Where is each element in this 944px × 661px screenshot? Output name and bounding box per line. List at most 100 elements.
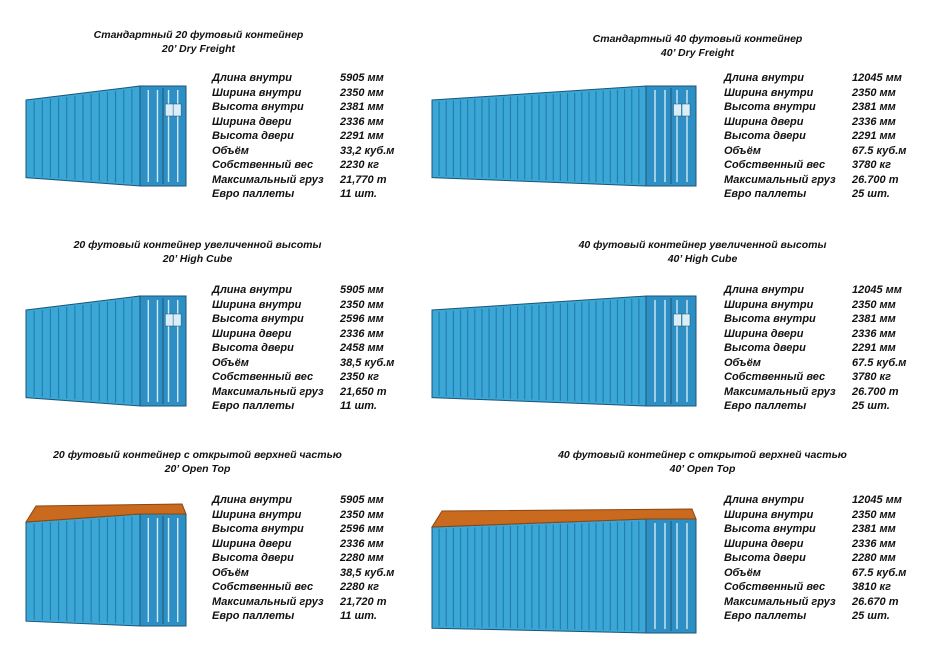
card-title: 20 футовый контейнер увеличенной высоты … xyxy=(40,238,355,266)
title-ru: 40 футовый контейнер с открытой верхней … xyxy=(558,449,847,461)
spec-label: Евро паллеты xyxy=(212,400,295,412)
spec-label: Длина внутри xyxy=(724,494,804,506)
spec-row: Собственный вес 3780 кг xyxy=(724,158,906,173)
spec-label: Высота внутри xyxy=(724,523,816,535)
spec-value: 3780 кг xyxy=(852,159,891,171)
spec-label: Длина внутри xyxy=(212,284,292,296)
spec-label: Максимальный груз xyxy=(212,173,324,186)
spec-label: Собственный вес xyxy=(212,159,314,171)
spec-value: 11 шт. xyxy=(340,400,377,412)
spec-label: Евро паллеты xyxy=(212,610,295,622)
spec-label: Собственный вес xyxy=(724,159,826,171)
card-title: Стандартный 40 футовый контейнер 40’ Dry… xyxy=(555,32,840,60)
spec-value: 25 шт. xyxy=(852,400,890,412)
spec-row: Объём 33,2 куб.м xyxy=(212,144,394,159)
spec-label: Ширина внутри xyxy=(724,86,814,99)
spec-row: Максимальный груз 21,720 т xyxy=(212,595,394,610)
spec-label: Высота внутри xyxy=(212,523,304,535)
spec-value: 2350 мм xyxy=(340,298,384,311)
spec-value: 67.5 куб.м xyxy=(852,356,907,369)
spec-value: 38,5 куб.м xyxy=(340,566,395,579)
spec-label: Ширина двери xyxy=(724,327,804,340)
spec-label: Ширина двери xyxy=(212,327,292,340)
spec-value: 21,720 т xyxy=(340,595,387,608)
container-40-open-top-icon xyxy=(431,508,697,634)
spec-value: 33,2 куб.м xyxy=(340,144,395,157)
spec-value: 12045 мм xyxy=(852,494,902,506)
spec-row: Ширина внутри 2350 мм xyxy=(724,86,906,101)
spec-label: Максимальный груз xyxy=(724,385,836,398)
spec-value: 2350 мм xyxy=(852,508,896,521)
spec-value: 12045 мм xyxy=(852,72,902,84)
spec-row: Евро паллеты 11 шт. xyxy=(212,399,394,414)
spec-label: Максимальный груз xyxy=(724,595,836,608)
title-en: 20’ Open Top xyxy=(164,463,231,475)
spec-label: Высота двери xyxy=(212,130,294,142)
spec-label: Ширина внутри xyxy=(724,298,814,311)
spec-value: 2596 мм xyxy=(340,523,384,535)
spec-label: Максимальный груз xyxy=(212,595,324,608)
title-ru: Стандартный 20 футовый контейнер xyxy=(93,29,304,41)
spec-value: 2291 мм xyxy=(852,342,896,354)
spec-row: Евро паллеты 25 шт. xyxy=(724,399,906,414)
spec-value: 11 шт. xyxy=(340,188,377,200)
spec-value: 26.700 т xyxy=(852,385,899,398)
spec-value: 2280 кг xyxy=(340,581,379,593)
spec-label: Ширина двери xyxy=(212,115,292,128)
spec-label: Длина внутри xyxy=(724,284,804,296)
spec-label: Евро паллеты xyxy=(724,400,807,412)
spec-label: Высота двери xyxy=(724,552,806,564)
spec-label: Высота двери xyxy=(212,342,294,354)
spec-label: Объём xyxy=(724,144,761,157)
spec-value: 2280 мм xyxy=(852,552,896,564)
spec-value: 2381 мм xyxy=(852,523,896,535)
card-title: 20 футовый контейнер с открытой верхней … xyxy=(20,448,375,476)
spec-label: Собственный вес xyxy=(212,371,314,383)
spec-label: Евро паллеты xyxy=(212,188,295,200)
spec-label: Ширина внутри xyxy=(212,298,302,311)
spec-label: Высота внутри xyxy=(212,101,304,113)
spec-value: 2350 мм xyxy=(852,86,896,99)
spec-label: Ширина двери xyxy=(724,537,804,550)
spec-row: Ширина внутри 2350 мм xyxy=(212,298,394,313)
spec-value: 2350 мм xyxy=(340,508,384,521)
spec-value: 5905 мм xyxy=(340,72,384,84)
spec-label: Максимальный груз xyxy=(212,385,324,398)
container-40-high-cube-icon xyxy=(431,295,697,407)
spec-label: Евро паллеты xyxy=(724,610,807,622)
spec-value: 67.5 куб.м xyxy=(852,566,907,579)
spec-row: Объём 67.5 куб.м xyxy=(724,566,906,581)
spec-label: Объём xyxy=(212,566,249,579)
container-20-dry-icon xyxy=(25,85,187,187)
spec-label: Высота двери xyxy=(212,552,294,564)
spec-value: 2336 мм xyxy=(340,537,384,550)
spec-label: Объём xyxy=(724,356,761,369)
spec-value: 2291 мм xyxy=(852,130,896,142)
spec-label: Высота внутри xyxy=(724,101,816,113)
spec-value: 5905 мм xyxy=(340,494,384,506)
title-ru: 20 футовый контейнер увеличенной высоты xyxy=(73,239,322,251)
spec-label: Объём xyxy=(212,144,249,157)
spec-label: Объём xyxy=(724,566,761,579)
spec-label: Собственный вес xyxy=(724,581,826,593)
